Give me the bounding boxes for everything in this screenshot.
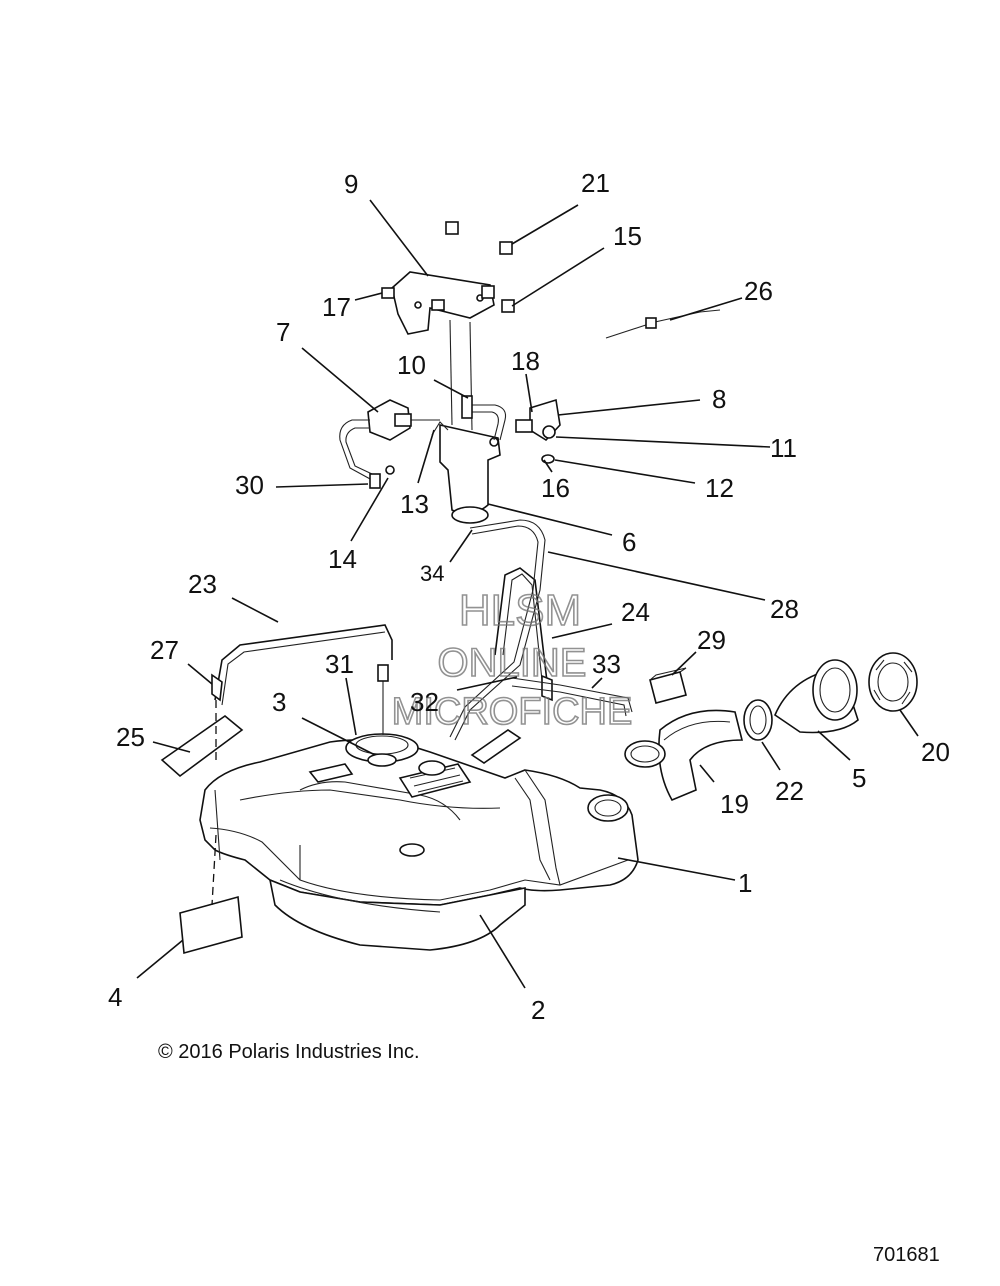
callout-11: 11 <box>770 433 797 463</box>
leader-lines <box>136 199 919 989</box>
callout-26: 26 <box>744 276 773 306</box>
decal-upper <box>160 714 244 778</box>
callout-16: 16 <box>541 473 570 503</box>
callout-numbers: 1 2 3 4 5 6 7 8 9 10 11 12 13 14 15 16 1… <box>108 168 950 1025</box>
filler-hose <box>658 709 744 802</box>
isolator-pad <box>470 729 522 764</box>
callout-29: 29 <box>697 625 726 655</box>
pressure-regulator <box>339 399 440 489</box>
callout-4: 4 <box>108 982 122 1012</box>
fuel-tank <box>199 739 639 951</box>
callout-27: 27 <box>150 635 179 665</box>
callout-18: 18 <box>511 346 540 376</box>
hose-clamp-lower <box>624 740 666 768</box>
callout-13: 13 <box>400 489 429 519</box>
callout-10: 10 <box>397 350 426 380</box>
copyright-notice: © 2016 Polaris Industries Inc. <box>158 1041 420 1063</box>
callout-25: 25 <box>116 722 145 752</box>
tank-strap-right <box>494 567 553 702</box>
watermark: HLSM ONLINE MICROFICHE <box>391 585 633 734</box>
callout-31: 31 <box>325 649 354 679</box>
callout-17: 17 <box>322 292 351 322</box>
callout-24: 24 <box>621 597 650 627</box>
fuel-cap <box>868 652 918 712</box>
hose-clamp-upper <box>743 699 773 741</box>
document-number: 701681 <box>873 1244 940 1266</box>
hardware <box>381 221 515 475</box>
fuel-pump-module <box>345 664 446 776</box>
watermark-line3: MICROFICHE <box>392 691 633 733</box>
return-line <box>511 677 633 717</box>
callout-19: 19 <box>720 789 749 819</box>
callout-8: 8 <box>712 384 726 414</box>
callout-15: 15 <box>613 221 642 251</box>
callout-21: 21 <box>581 168 610 198</box>
filter-to-regulator-hose <box>461 395 507 441</box>
watermark-line1: HLSM <box>459 586 581 635</box>
callout-33: 33 <box>592 649 621 679</box>
callout-23: 23 <box>188 569 217 599</box>
filler-neck <box>774 659 859 734</box>
callout-32: 32 <box>410 687 439 717</box>
fuel-filter <box>439 319 501 524</box>
wire-tie <box>605 309 721 339</box>
tank-strap-left <box>211 624 393 706</box>
decal-lower <box>179 895 243 955</box>
callout-5: 5 <box>852 763 866 793</box>
callout-12: 12 <box>705 473 734 503</box>
callout-30: 30 <box>235 470 264 500</box>
callout-1: 1 <box>738 868 752 898</box>
callout-3: 3 <box>272 687 286 717</box>
callout-20: 20 <box>921 737 950 767</box>
callout-9: 9 <box>344 169 358 199</box>
callout-14: 14 <box>328 544 357 574</box>
quick-connect-fitting <box>515 398 561 464</box>
callout-34: 34 <box>420 561 444 586</box>
fuel-line <box>449 519 546 741</box>
callout-2: 2 <box>531 995 545 1025</box>
callout-6: 6 <box>622 527 636 557</box>
callout-28: 28 <box>770 594 799 624</box>
callout-22: 22 <box>775 776 804 806</box>
foam-pad <box>649 667 687 704</box>
callout-7: 7 <box>276 317 290 347</box>
